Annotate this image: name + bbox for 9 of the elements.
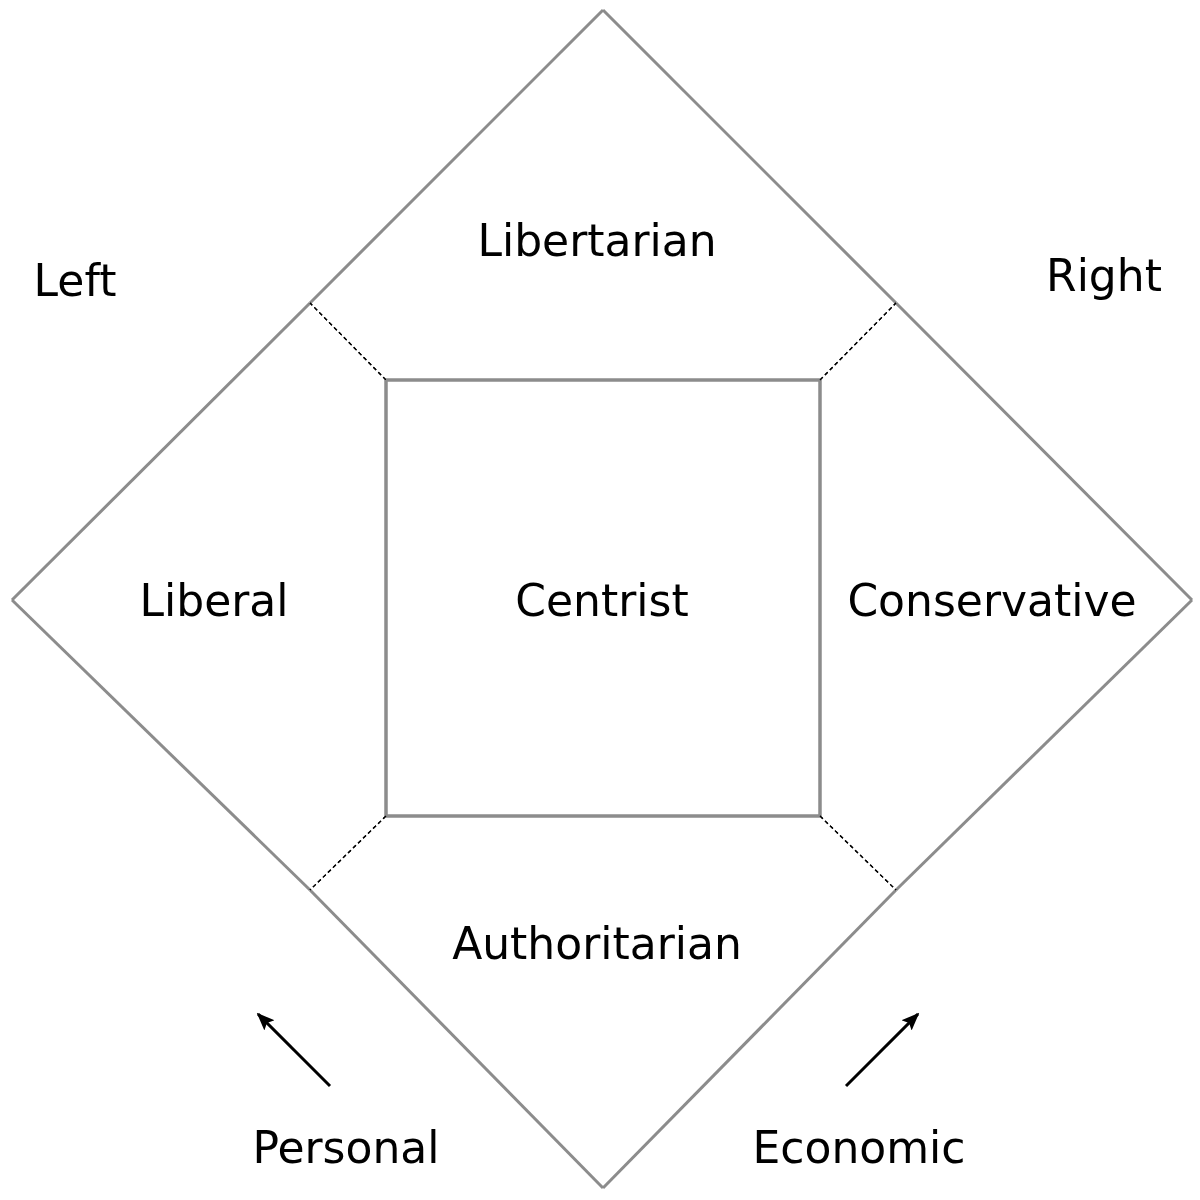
region-label: Libertarian [477, 219, 717, 263]
region-label: Liberal [139, 579, 289, 623]
region-label: Centrist [515, 579, 689, 623]
region-label: Authoritarian [452, 922, 742, 966]
axis-label: Left [33, 259, 117, 303]
region-label: Conservative [847, 579, 1137, 623]
axis-label: Economic [752, 1126, 966, 1170]
axis-label: Right [1046, 254, 1162, 298]
axis-label: Personal [252, 1126, 440, 1170]
